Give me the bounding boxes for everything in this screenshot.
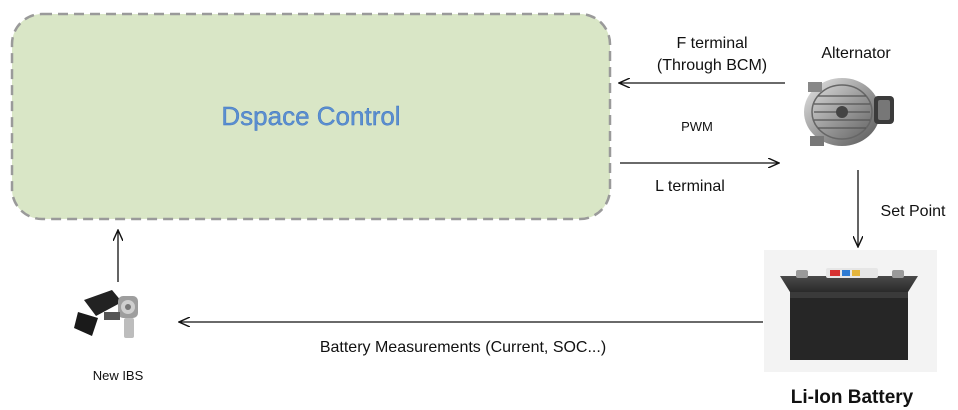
ibs-sensor-image <box>74 290 138 338</box>
l-terminal-label: L terminal <box>655 178 725 195</box>
ibs-label: New IBS <box>93 368 144 383</box>
alternator-image <box>804 78 894 146</box>
alternator-label: Alternator <box>821 45 891 62</box>
dspace-control-label: Dspace Control <box>221 101 400 131</box>
dspace-control-box <box>10 12 612 221</box>
f-terminal-label-line2: (Through BCM) <box>657 57 767 74</box>
pwm-label: PWM <box>681 119 713 134</box>
f-terminal-label-line1: F terminal <box>676 35 747 52</box>
battery-measurements-label: Battery Measurements (Current, SOC...) <box>320 339 606 356</box>
battery-image <box>764 250 937 372</box>
set-point-label: Set Point <box>881 203 946 220</box>
battery-label: Li-Ion Battery <box>791 387 914 408</box>
